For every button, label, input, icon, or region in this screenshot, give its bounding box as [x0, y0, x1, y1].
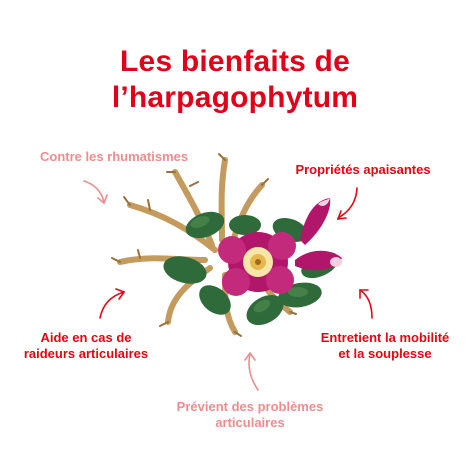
benefit-apaisantes-text: Propriétés apaisantes	[295, 162, 431, 177]
benefit-rhumatismes-text: Contre les rhumatismes	[40, 149, 189, 164]
main-flower	[218, 232, 296, 296]
page-title: Les bienfaits de l’harpagophytum	[0, 44, 470, 116]
benefit-raideurs-line2: raideurs articulaires	[23, 346, 149, 361]
benefit-problemes-line1: Prévient des problèmes	[176, 399, 324, 414]
arrow-problemes	[248, 353, 259, 391]
benefit-problemes-line2: articulaires	[215, 415, 285, 430]
arrow-mobilite	[359, 289, 373, 319]
arrow-apaisantes	[337, 187, 358, 219]
benefit-apaisantes: Propriétés apaisantes	[283, 162, 443, 178]
side-flower-top	[300, 198, 331, 245]
side-flower-right	[295, 250, 342, 271]
benefit-problemes: Prévient des problèmes articulaires	[165, 399, 335, 431]
benefit-raideurs: Aide en cas de raideurs articulaires	[16, 330, 156, 362]
benefit-raideurs-line1: Aide en cas de	[40, 330, 132, 345]
benefit-mobilite-line2: et la souplesse	[338, 346, 432, 361]
benefit-rhumatismes: Contre les rhumatismes	[40, 149, 210, 165]
arrow-rhumatismes	[83, 180, 105, 203]
arrow-raideurs	[99, 291, 125, 319]
title-line-1: Les bienfaits de	[120, 45, 350, 78]
benefit-mobilite-line1: Entretient la mobilité	[320, 330, 450, 345]
benefit-mobilite: Entretient la mobilité et la souplesse	[300, 330, 470, 362]
plant-leaves	[163, 211, 339, 326]
title-line-2: l’harpagophytum	[111, 81, 359, 114]
